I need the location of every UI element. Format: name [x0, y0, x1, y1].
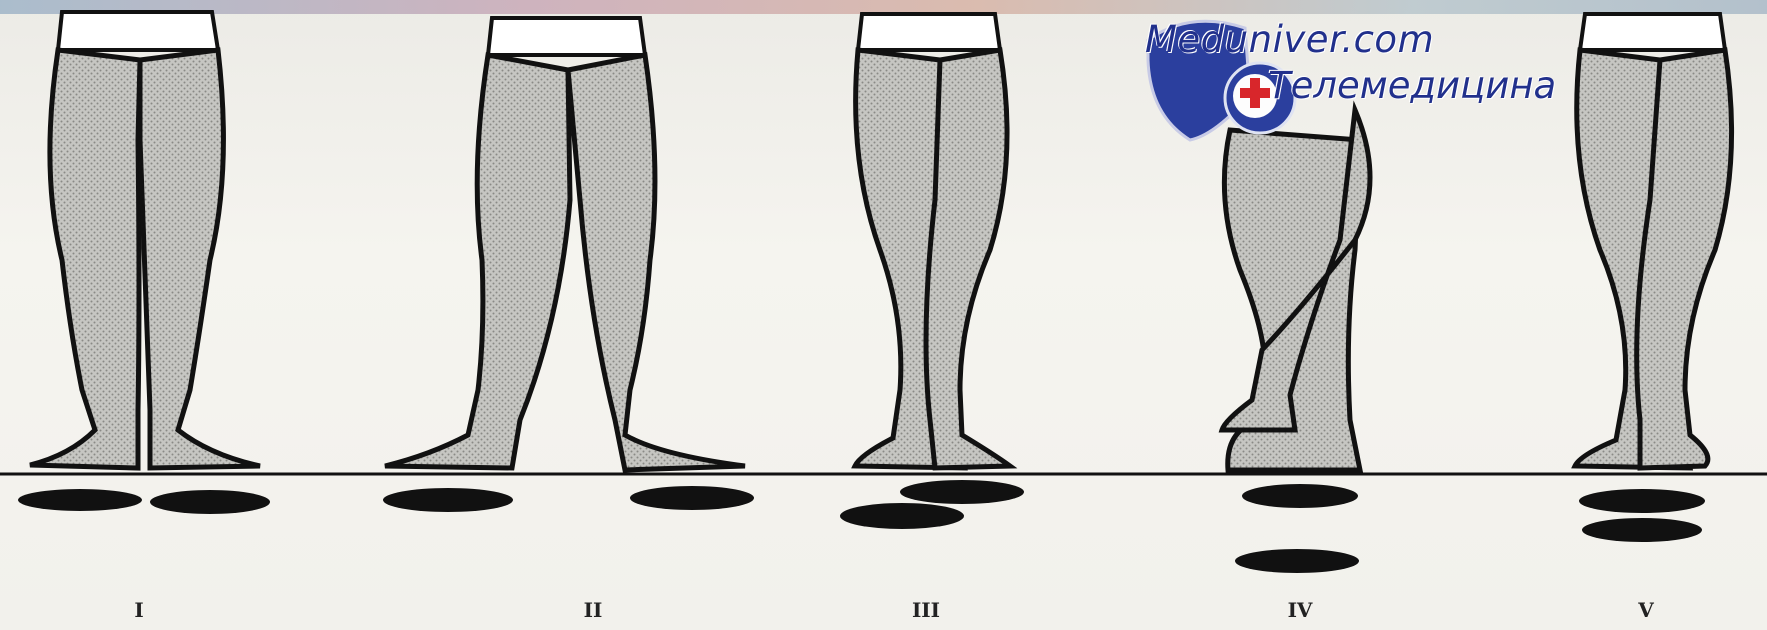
position-label-1: I	[99, 598, 179, 622]
figure-position-2	[383, 18, 754, 512]
position-label-3: III	[886, 598, 966, 622]
figure-position-1	[18, 12, 270, 514]
figure-position-4	[1222, 110, 1370, 573]
figure-position-3	[840, 14, 1024, 529]
figure-position-5	[1575, 14, 1732, 542]
position-label-5: V	[1606, 598, 1686, 622]
watermark-site-name: Meduniver.com	[1145, 18, 1434, 61]
position-label-2: II	[553, 598, 633, 622]
watermark-subtitle: Телемедицина	[1268, 64, 1556, 107]
position-label-4: IV	[1260, 598, 1340, 622]
